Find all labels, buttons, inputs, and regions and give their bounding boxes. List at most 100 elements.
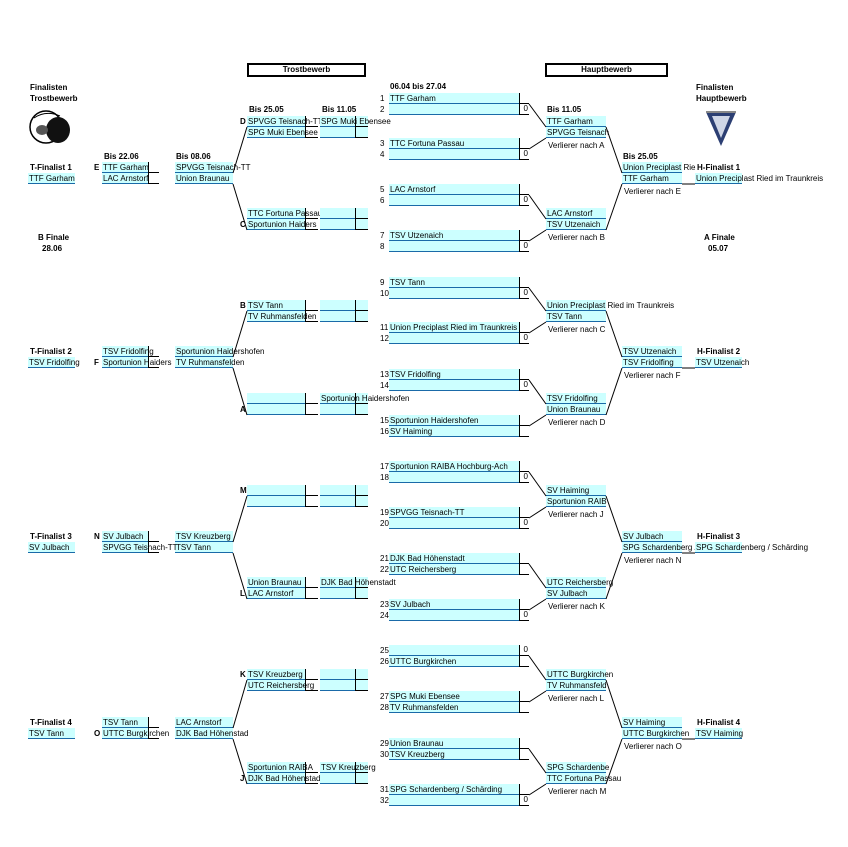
match-number: 21 [380,554,389,563]
score-cell: 0 [519,645,529,656]
match-number: 16 [380,427,389,436]
round-date-label: Bis 11.05 [547,105,582,114]
main-team-cell [389,195,519,206]
connector-line [605,310,623,358]
score-cell [519,322,529,333]
score-cell: 0 [519,518,529,529]
left-r4-team: UTTC Burgkirchen [102,728,170,739]
connector-line [232,183,248,231]
connector-line [528,506,547,519]
bracket-letter: O [94,729,101,738]
right-r1-team: TTF Garham [546,116,606,127]
score-cell [305,116,318,127]
score-cell [148,173,159,184]
left-r1-team [247,404,305,415]
match-number: 30 [380,750,389,759]
bracket-letter: M [240,486,247,495]
right-r1-team: TSV Tann [546,311,606,322]
bracket-letter: C [240,220,246,229]
right-r1-team: Sportunion RAIB [546,496,607,507]
main-team-cell [389,472,519,483]
right-r1-team: LAC Arnstorf [546,208,606,219]
bracket-letter: E [94,163,100,172]
connector-line [528,414,547,427]
finalisten-label: Finalisten [30,83,68,92]
right-r2-team: SPG Schardenberg / [622,542,697,553]
finalisten-label: Finalisten [696,83,734,92]
main-team-cell: TSV Tann [389,277,519,288]
main-team-cell: DJK Bad Höhenstadt [389,553,519,564]
match-number: 12 [380,334,389,343]
main-team-cell: TTF Garham [389,93,519,104]
connector-line [232,738,248,785]
main-team-cell: TSV Utzenaich [389,230,519,241]
main-team-cell: Sportunion RAIBA Hochburg-Ach [389,461,519,472]
match-number: 15 [380,416,389,425]
score-cell [148,717,159,728]
main-team-cell: TTC Fortuna Passau [389,138,519,149]
score-cell [519,369,529,380]
right-r2-team: SV Julbach [622,531,682,542]
right-r1-team: TSV Utzenaich [546,219,606,230]
match-number: 22 [380,565,389,574]
a-finale-label: A Finale [704,233,735,242]
right-r2-team: Union Preciplast Rie [622,162,696,173]
left-r1-team: Union Braunau [247,577,305,588]
score-cell [305,496,318,507]
main-team-cell: Sportunion Haidershofen [389,415,519,426]
score-cell: 0 [519,333,529,344]
connector-line [605,552,623,600]
main-team-cell: SPG Schardenberg / Schärding [389,784,519,795]
main-team-cell [389,288,519,299]
right-r1-team: SPG Schardenbe [546,762,610,773]
right-r2-team: UTTC Burgkirchen [622,728,690,739]
score-cell: 0 [519,795,529,806]
score-cell [305,393,318,404]
right-r2-team: TSV Utzenaich [622,346,682,357]
score-cell: 0 [519,195,529,206]
match-number: 14 [380,381,389,390]
match-number: 24 [380,611,389,620]
t-finalist-label: T-Finalist 4 [30,718,72,727]
score-cell [355,669,368,680]
connector-line [605,367,623,416]
score-cell [305,300,318,311]
left-r4-team: Sportunion Haiders [102,357,172,368]
left-r1-team: TSV Kreuzberg [247,669,305,680]
loser-note: Verlierer nach N [624,556,682,565]
t-finalist-team: TSV Tann [28,728,75,739]
score-cell [355,680,368,691]
main-team-cell: SPVGG Teisnach-TT [389,507,519,518]
score-cell [519,461,529,472]
left-r2-team [320,496,368,507]
score-cell: 0 [519,610,529,621]
score-cell [519,93,529,104]
connector-line [528,748,547,774]
left-r3-team: Union Braunau [175,173,233,184]
main-team-cell: Union Preciplast Ried im Traunkreis [389,322,519,333]
header-hauptbewerb: Hauptbewerb [545,63,668,77]
left-r1-team: TTC Fortuna Passau [247,208,323,219]
connector-line [528,655,547,681]
connector-line [232,126,248,174]
connector-line [528,379,547,405]
score-cell [519,507,529,518]
match-number: 3 [380,139,385,148]
loser-note: Verlierer nach K [548,602,605,611]
right-r1-team: TTC Fortuna Passau [546,773,622,784]
loser-note: Verlierer nach L [548,694,605,703]
loser-note: Verlierer nach C [548,325,606,334]
left-r4-team: SPVGG Teisnach-TT [102,542,178,553]
club-logo-right [706,111,736,146]
score-cell: 0 [519,241,529,252]
match-number: 19 [380,508,389,517]
connector-line [232,552,248,600]
bracket-letter: J [240,774,245,783]
connector-line [528,229,547,242]
right-r1-team: TV Ruhmansfeld [546,680,607,691]
left-r3-team: TSV Tann [175,542,233,553]
right-r2-team: SV Haiming [622,717,682,728]
score-cell [355,773,368,784]
